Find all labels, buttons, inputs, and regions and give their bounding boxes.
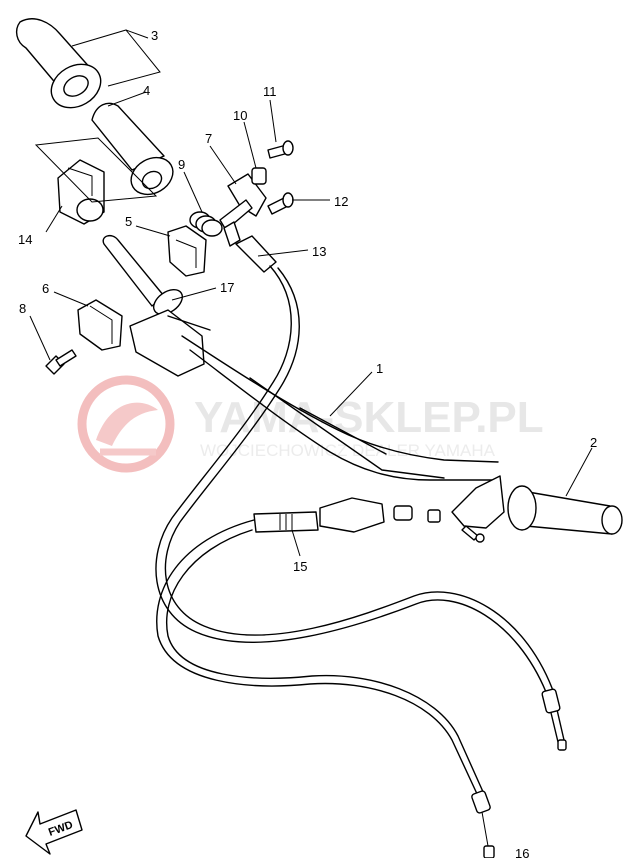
part-throttle-housing xyxy=(57,159,105,225)
part-bolt-8 xyxy=(45,349,77,375)
leader-lines xyxy=(29,29,593,557)
cables xyxy=(155,265,567,859)
callout-15: 15 xyxy=(293,559,307,574)
watermark-title: YAMA-SKLEP.PL xyxy=(194,393,544,442)
part-screw-12 xyxy=(267,192,294,215)
watermark-subtitle: WOJCIECHOWICZ DEALER YAMAHA xyxy=(200,441,496,460)
part-lever-holder-17 xyxy=(102,234,205,377)
callout-11: 11 xyxy=(263,84,277,99)
part-cable-connector-15 xyxy=(253,497,441,533)
watermark-logo xyxy=(77,375,175,473)
part-screw-11 xyxy=(267,140,294,159)
callout-13: 13 xyxy=(312,244,326,259)
part-adjuster-7 xyxy=(219,173,267,247)
part-switch-upper xyxy=(167,225,207,277)
callout-3: 3 xyxy=(151,28,158,43)
callout-6: 6 xyxy=(42,281,49,296)
callout-2: 2 xyxy=(590,435,597,450)
part-nut-10 xyxy=(251,167,267,185)
part-lever-assembly-right xyxy=(451,475,505,543)
part-grip-left xyxy=(15,18,102,109)
callout-16: 16 xyxy=(515,846,529,858)
callout-17: 17 xyxy=(220,280,234,295)
callout-1: 1 xyxy=(376,361,383,376)
callout-labels: 1 2 3 4 5 6 7 8 9 10 11 12 13 14 15 16 1… xyxy=(18,28,597,861)
callout-5: 5 xyxy=(125,214,132,229)
guide-lines-left xyxy=(34,137,158,203)
callout-12: 12 xyxy=(334,194,348,209)
part-spring-9 xyxy=(189,211,223,237)
part-cable-fitting-13 xyxy=(235,235,277,273)
fwd-arrow-icon: FWD xyxy=(25,809,83,855)
part-handlebar-1 xyxy=(167,315,499,481)
callout-14: 14 xyxy=(18,232,32,247)
part-switch-lower xyxy=(77,299,123,351)
guide-lines-top xyxy=(71,29,161,87)
callout-4: 4 xyxy=(143,83,150,98)
watermark: YAMA-SKLEP.PL WOJCIECHOWICZ DEALER YAMAH… xyxy=(77,375,544,473)
callout-8: 8 xyxy=(19,301,26,316)
callout-10: 10 xyxy=(233,108,247,123)
part-grip-right-2 xyxy=(507,485,623,535)
callout-9: 9 xyxy=(178,157,185,172)
part-throttle-tube xyxy=(91,102,174,196)
callout-7: 7 xyxy=(205,131,212,146)
